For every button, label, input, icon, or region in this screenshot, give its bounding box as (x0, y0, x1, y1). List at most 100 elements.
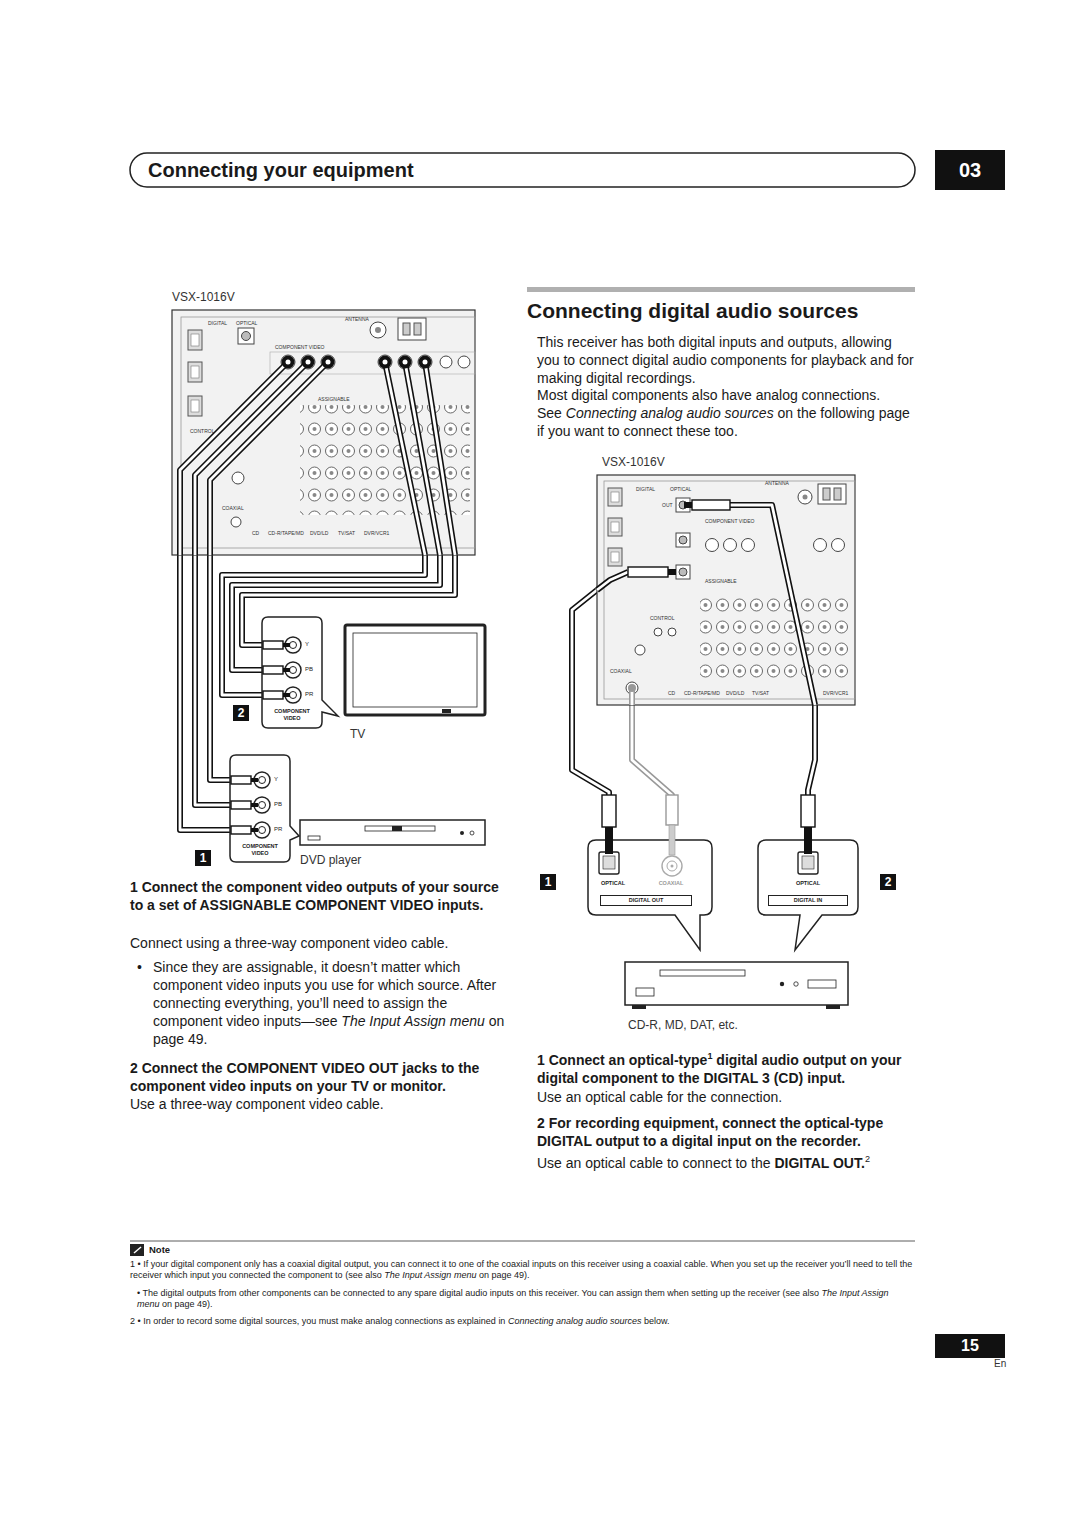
text-run: Use an optical cable to connect to the (537, 1155, 770, 1171)
receiver-rear-panel (370, 322, 386, 338)
node-text: COAXIAL (650, 880, 692, 887)
note-rule (130, 1241, 915, 1256)
panel-jack-label: CONTROL (190, 428, 214, 434)
node-text: DIGITAL IN (768, 895, 848, 906)
optical-plug (692, 500, 730, 510)
panel-jack-label: DVD/LD (726, 690, 744, 696)
panel-jack-label: TV/SAT (752, 690, 769, 696)
receiver-rear-panel (418, 355, 432, 369)
television (345, 625, 485, 715)
optical-cable (597, 572, 628, 590)
text-run: Connect an optical-type (549, 1052, 708, 1068)
component-cable (385, 362, 425, 555)
text-run: 2 (130, 1060, 138, 1076)
optical-plug (804, 827, 812, 854)
footnote: • The digital outputs from other compone… (137, 1288, 915, 1310)
recorder-deck (826, 1005, 840, 1009)
jack-panel-outline (263, 641, 283, 649)
jack-panel-outline (667, 861, 677, 871)
bullet-mark: • (137, 958, 142, 976)
component-cable (425, 362, 455, 555)
receiver-rear-panel (378, 355, 392, 369)
receiver-rear-panel (398, 318, 426, 340)
recorder-deck (794, 982, 798, 986)
optical-cable (730, 505, 815, 705)
receiver-rear-panel (414, 323, 421, 335)
jack-panel-outline (283, 643, 290, 647)
receiver-rear-panel (832, 539, 845, 552)
note-rule (134, 1247, 141, 1253)
receiver-rear-panel (706, 539, 719, 552)
jack-panel-outline (259, 802, 266, 809)
optical-plug (628, 567, 668, 577)
page-header-frame (130, 153, 915, 187)
panel-jack-label: DVR/VCR1 (364, 530, 389, 536)
body-text: Since they are assignable, it doesn’t ma… (153, 958, 505, 1048)
recorder-deck (660, 970, 745, 976)
body-text: This receiver has both digital inputs an… (537, 333, 915, 387)
panel-jack-label: ASSIGNABLE (318, 396, 350, 402)
callout-number: 1 (540, 874, 556, 890)
footnote-marker: 2 (865, 1154, 870, 1164)
dvd-player (365, 826, 435, 831)
footnote: 2• In order to record some digital sourc… (130, 1316, 915, 1327)
panel-jack-label: DIGITAL (636, 486, 655, 492)
component-cable (405, 362, 440, 555)
footnote-marker: 1 (707, 1051, 712, 1061)
text-run: • The digital outputs from other compone… (137, 1288, 819, 1298)
note-rule (130, 1244, 144, 1256)
node-text: CD-R, MD, DAT, etc. (628, 1018, 738, 1032)
receiver-rear-panel (611, 552, 619, 562)
dvd-player (470, 831, 474, 835)
text-run: The Input Assign menu (384, 1270, 476, 1280)
node-text: OPTICAL (592, 880, 634, 887)
panel-jack-label: COAXIAL (610, 668, 632, 674)
callout-number: 1 (195, 850, 211, 866)
body-text: Connect using a three-way component vide… (130, 934, 505, 952)
step-instruction: 2For recording equipment, connect the op… (537, 1114, 915, 1150)
note-heading: Note (149, 1244, 170, 1256)
dvd-player (460, 831, 464, 835)
panel-jack-label: ANTENNA (765, 480, 789, 486)
panel-jack-label: ASSIGNABLE (705, 578, 737, 584)
section-heading: Connecting digital audio sources (527, 298, 858, 324)
panel-jack-label: DVD/LD (310, 530, 328, 536)
jack-panel: YPBPRCOMPONENT VIDEO (262, 617, 322, 728)
text-run: Use a three-way component video cable. (130, 1096, 384, 1112)
optical-plug (602, 795, 815, 854)
node-text: DVD player (300, 853, 361, 867)
rca-plug (423, 360, 428, 365)
text-run: Connect the component video outputs of y… (130, 879, 499, 913)
chapter-number: 03 (935, 150, 1005, 190)
receiver-rear-panel (231, 517, 241, 527)
rca-plug (326, 360, 331, 365)
component-cable (210, 362, 328, 555)
optical-plug (628, 684, 636, 692)
optical-plug (684, 502, 692, 508)
receiver-rear-panel (172, 310, 475, 555)
page-number: 15 (935, 1334, 1005, 1358)
recorder-deck (808, 980, 836, 988)
receiver-rear-panel (398, 355, 412, 369)
jack-panel-outline (802, 856, 814, 869)
body-text: Most digital components also have analog… (537, 386, 915, 440)
television (345, 625, 485, 715)
text-run: 2 (130, 1316, 135, 1326)
receiver-rear-panel (823, 488, 830, 500)
rca-plug (403, 360, 408, 365)
panel-jack-label: COAXIAL (222, 505, 244, 511)
jack-panel-outline (251, 803, 258, 807)
optical-plug (801, 795, 815, 827)
coaxial-plug (666, 795, 678, 855)
dvd-player (392, 826, 402, 831)
component-cable (425, 362, 455, 555)
node-text: DIGITAL OUT (600, 895, 692, 906)
page-number-box (935, 1334, 1005, 1358)
component-cable (180, 362, 455, 555)
panel-jack-label: DVR/VCR1 (823, 690, 848, 696)
text-run: Connect the COMPONENT VIDEO OUT jacks to… (130, 1060, 479, 1094)
receiver-rear-panel (679, 536, 687, 544)
jack-panel-outline (662, 856, 682, 876)
